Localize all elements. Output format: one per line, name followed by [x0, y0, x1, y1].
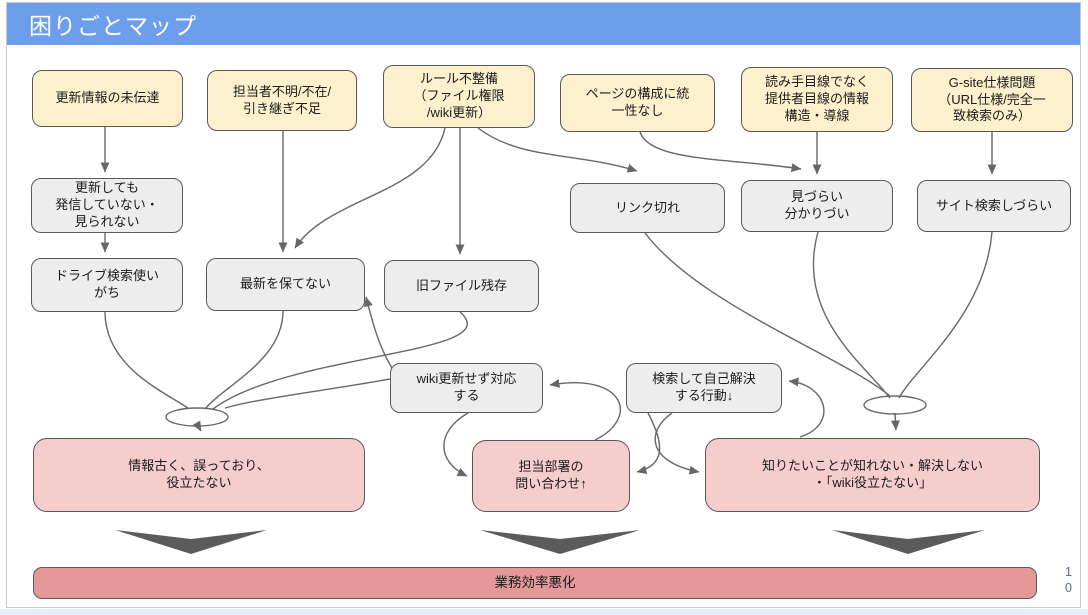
node-info-outdated-useless: 情報古く、誤っており、 役立たない [33, 438, 365, 512]
node-cannot-keep-updated: 最新を保てない [206, 258, 365, 311]
edge-n3-n8 [477, 127, 638, 173]
node-respond-without-wiki-update: wiki更新せず対応 する [390, 363, 543, 413]
node-self-solve-search-decline: 検索して自己解決 する行動↓ [626, 363, 782, 413]
node-rules-not-organized: ルール不整備 （ファイル権限 /wiki更新） [383, 65, 535, 128]
edge-n15-n18 [654, 412, 700, 475]
edge-n15-n17 [636, 412, 661, 475]
node-drive-search-habit: ドライブ検索使い がち [31, 258, 183, 312]
page-title: 困りごとマップ [29, 13, 197, 39]
node-updates-not-announced: 更新しても 発信していない・ 見られない [31, 178, 183, 233]
node-site-search-difficult: サイト検索しづらい [917, 180, 1071, 232]
edge-n14-n17 [443, 412, 469, 477]
node-hard-to-read: 見づらい 分かりづい [741, 180, 893, 232]
node-update-info-not-communicated: 更新情報の未伝達 [32, 70, 183, 127]
node-gsite-spec-issues: G-site仕様問題 （URL仕様/完全一 致検索のみ） [911, 68, 1073, 132]
edge-n18-n15 [788, 377, 825, 438]
funnel-arrow-right [832, 530, 985, 554]
edge-n13-n16 [212, 311, 468, 410]
funnel-arrow-left [115, 530, 267, 554]
merge-right-arrow [890, 412, 900, 431]
node-page-structure-inconsistent: ページの構成に統 一性なし [560, 74, 715, 132]
merge-left-arrow [192, 420, 202, 432]
edge-n4-n9 [639, 131, 802, 172]
outcome-bar-efficiency-worsens: 業務効率悪化 [33, 567, 1037, 599]
node-cannot-find-wiki-useless: 知りたいことが知れない・解決しない ・「wiki役立たない」 [705, 438, 1040, 512]
edge-n17-n14 [549, 378, 621, 441]
bottom-strip [0, 609, 1088, 615]
edge-n14-n12 [364, 296, 393, 369]
edge-n9-n18 [812, 231, 891, 399]
node-provider-perspective-structure: 読み手目線でなく 提供者目線の情報 構造・導線 [741, 67, 893, 132]
edge-n11-n16 [104, 311, 189, 409]
edge-n8-n18 [644, 232, 891, 397]
merge-ellipse-right [863, 395, 927, 415]
page-number: 10 [1065, 565, 1072, 596]
funnel-arrow-center [480, 530, 640, 554]
node-owner-unknown: 担当者不明/不在/ 引き継ぎ不足 [207, 70, 357, 131]
node-old-files-remain: 旧ファイル残存 [384, 260, 539, 312]
node-inquiries-increase: 担当部署の 問い合わせ↑ [472, 440, 630, 512]
node-broken-links: リンク切れ [570, 183, 725, 233]
merge-ellipse-left [165, 407, 229, 427]
edge-n3-n12 [294, 127, 446, 249]
edge-n14-n16 [224, 378, 391, 409]
edge-n10-n18 [898, 231, 993, 399]
edge-n12-n16 [204, 310, 284, 410]
slide-header: 困りごとマップ [7, 3, 1080, 45]
